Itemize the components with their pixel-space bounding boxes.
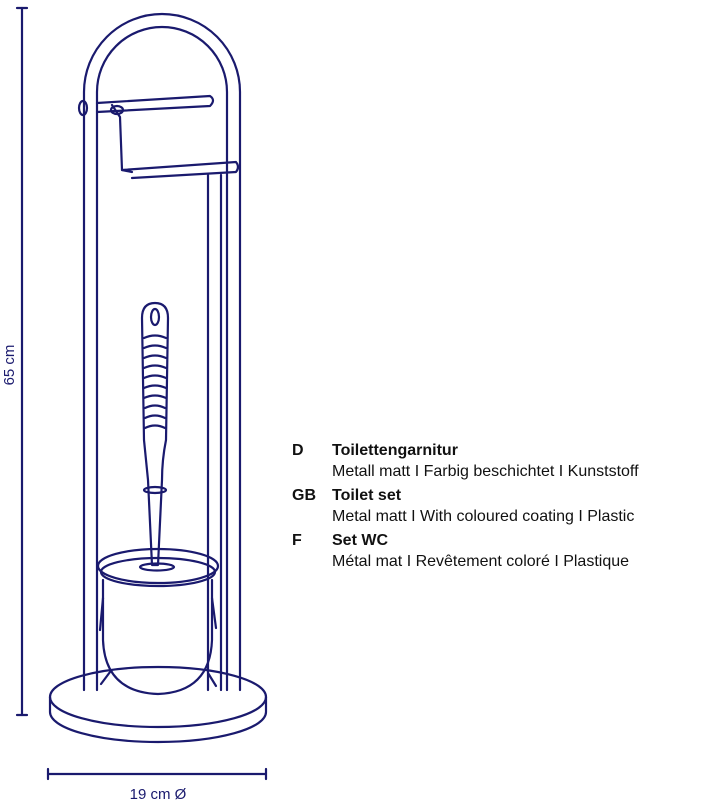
legend-text: Toilettengarnitur Metall matt I Farbig b… (332, 440, 717, 482)
product-name: Toilettengarnitur (332, 442, 458, 459)
diameter-dimension-line (46, 767, 268, 781)
legend-text: Set WC Métal mat I Revêtement coloré I P… (332, 530, 717, 572)
material-description: Metal matt I With coloured coating I Pla… (332, 508, 635, 525)
language-code: GB (292, 487, 316, 504)
language-code: D (292, 442, 304, 459)
brush-holder-bowl (96, 547, 220, 696)
round-base (48, 665, 268, 744)
height-dimension-line (15, 6, 29, 717)
diameter-label: 19 cm Ø (130, 786, 187, 802)
material-description: Métal mat I Revêtement coloré I Plastiqu… (332, 553, 630, 570)
legend-text: Toilet set Metal matt I With coloured co… (332, 485, 717, 527)
legend-row-d: D Toilettengarnitur Metall matt I Farbig… (292, 440, 717, 482)
material-description: Metall matt I Farbig beschichtet I Kunst… (332, 463, 639, 480)
paper-holder (95, 94, 240, 180)
toilet-brush (140, 301, 170, 567)
product-name: Toilet set (332, 487, 402, 504)
legend-row-gb: GB Toilet set Metal matt I With coloured… (292, 485, 717, 527)
height-label: 65 cm (1, 345, 18, 386)
product-legend: D Toilettengarnitur Metall matt I Farbig… (292, 440, 717, 575)
product-name: Set WC (332, 532, 388, 549)
language-code: F (292, 532, 302, 549)
arched-frame (77, 12, 242, 692)
legend-row-f: F Set WC Métal mat I Revêtement coloré I… (292, 530, 717, 572)
